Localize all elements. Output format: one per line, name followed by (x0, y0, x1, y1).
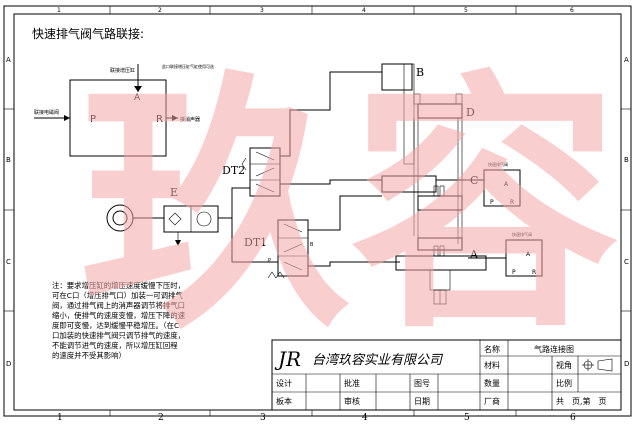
note-line-5: 度即可变慢，达到缓慢平稳增压。（在C (52, 321, 179, 330)
note-line-6: 口加装的快速排气阀只调节排气的速度， (52, 331, 185, 340)
svg-text:P: P (512, 269, 516, 276)
label-dt1-port-p: P (268, 258, 271, 264)
label-dt2: DT2 (222, 164, 245, 177)
approve-label: 批准 (344, 378, 360, 388)
filter-regulator-e: E (106, 186, 219, 246)
col-top-1: 1 (57, 7, 61, 14)
label-d: D (466, 106, 475, 119)
projection-symbol-icon (582, 358, 613, 372)
svg-text:R: R (532, 269, 536, 276)
row-right-c: C (624, 258, 629, 266)
label-port-a: A (134, 93, 141, 103)
note-line-4: 缩小，使排气的速度变慢，增压下降的速 (52, 311, 186, 320)
exhaust-valve-box: 联接增压缸 此口联接增压缸气缸使用可选 A P R 联接电磁阀 接消声器 (34, 63, 214, 157)
drawing-no-label: 图号 (414, 379, 430, 388)
maker-label: 厂商 (484, 396, 500, 406)
row-left-d: D (6, 360, 11, 368)
name-label: 名称 (484, 344, 500, 354)
booster-cylinder: B D C A (381, 63, 487, 305)
row-left-a: A (6, 56, 11, 64)
label-port-p: P (90, 114, 96, 125)
col-top-3: 3 (260, 7, 264, 14)
title-block: JR 台湾玖容实业有限公司 名称 气路连接图 材料 视角 设计 批准 图号 数量… (271, 339, 622, 411)
row-right-b: B (624, 156, 629, 164)
date-label: 日期 (414, 397, 430, 406)
label-optional-note: 此口联接增压缸气缸使用可选 (162, 63, 214, 69)
label-e: E (170, 186, 178, 199)
quantity-label: 数量 (484, 378, 500, 388)
label-a: A (469, 248, 479, 261)
label-to-solenoid: 联接电磁阀 (34, 109, 59, 116)
svg-text:P: P (490, 199, 494, 206)
board-label: 板本 (276, 396, 292, 406)
note-line-8: 的速度并不受其影响） (52, 351, 126, 360)
note-line-7: 不能调节进气的速度，所以增压缸回程 (52, 341, 178, 350)
label-to-muffler: 接消声器 (180, 116, 200, 123)
design-label: 设计 (276, 378, 292, 388)
note-line-1: 注：要求增压缸的增压速度缓慢下压时， (52, 281, 185, 290)
note-text: 注：要求增压缸的增压速度缓慢下压时， 可在C口（增压排气口）加装一可调排气 阀，… (52, 281, 186, 360)
col-bottom-6: 6 (570, 413, 576, 423)
row-right-d: D (624, 360, 629, 368)
svg-text:R: R (510, 199, 514, 206)
column-markers: 1 2 3 4 5 6 1 2 3 4 5 6 (57, 6, 576, 423)
view-label: 视角 (556, 360, 572, 370)
valve-dt1: DT1 B P (244, 219, 314, 279)
note-line-2: 可在C口（增压排气口）加装一可调排气 (52, 291, 183, 300)
label-c: C (470, 174, 478, 187)
valve-dt2: DT2 (222, 147, 281, 197)
col-bottom-5: 5 (464, 413, 470, 423)
outer-frame (3, 5, 632, 417)
label-dt1: DT1 (244, 236, 267, 249)
label-port-r: R (156, 114, 163, 125)
svg-text:A: A (526, 251, 531, 258)
label-qev-c: 快速排气阀 (488, 161, 508, 167)
row-left-c: C (6, 258, 11, 266)
watermark: 玖容 (80, 46, 620, 364)
row-right-a: A (624, 56, 629, 64)
row-markers: A B C D A B C D (4, 56, 631, 368)
col-top-2: 2 (158, 7, 162, 14)
company-name: 台湾玖容实业有限公司 (312, 352, 444, 368)
label-b: B (416, 66, 424, 79)
col-bottom-3: 3 (260, 413, 266, 423)
name-value: 气路连接图 (534, 344, 574, 354)
logo-jr: JR (274, 347, 301, 371)
note-line-3: 阀，通过排气阀上的消声器调节将排气口 (52, 301, 185, 310)
pages-label: 共 页,第 页 (556, 396, 607, 406)
review-label: 审核 (344, 396, 360, 406)
col-bottom-4: 4 (362, 413, 368, 423)
scale-label: 比例 (556, 378, 572, 388)
col-top-5: 5 (464, 7, 468, 14)
label-dt1-port-b: B (310, 242, 314, 248)
row-left-b: B (6, 156, 11, 164)
label-to-cylinder: 联接增压缸 (110, 67, 135, 74)
quick-exhaust-valve-a: 快速排气阀 A P R (505, 231, 543, 277)
col-top-6: 6 (570, 7, 574, 14)
col-bottom-2: 2 (158, 413, 164, 423)
label-qev-a: 快速排气阀 (512, 231, 532, 237)
air-lines (218, 71, 506, 267)
page-title: 快速排气阀气路联接: (32, 26, 144, 41)
svg-text:A: A (504, 181, 509, 188)
col-top-4: 4 (362, 7, 366, 14)
col-bottom-1: 1 (57, 413, 63, 423)
quick-exhaust-valve-c: 快速排气阀 A P R (483, 161, 521, 207)
material-label: 材料 (484, 360, 500, 370)
